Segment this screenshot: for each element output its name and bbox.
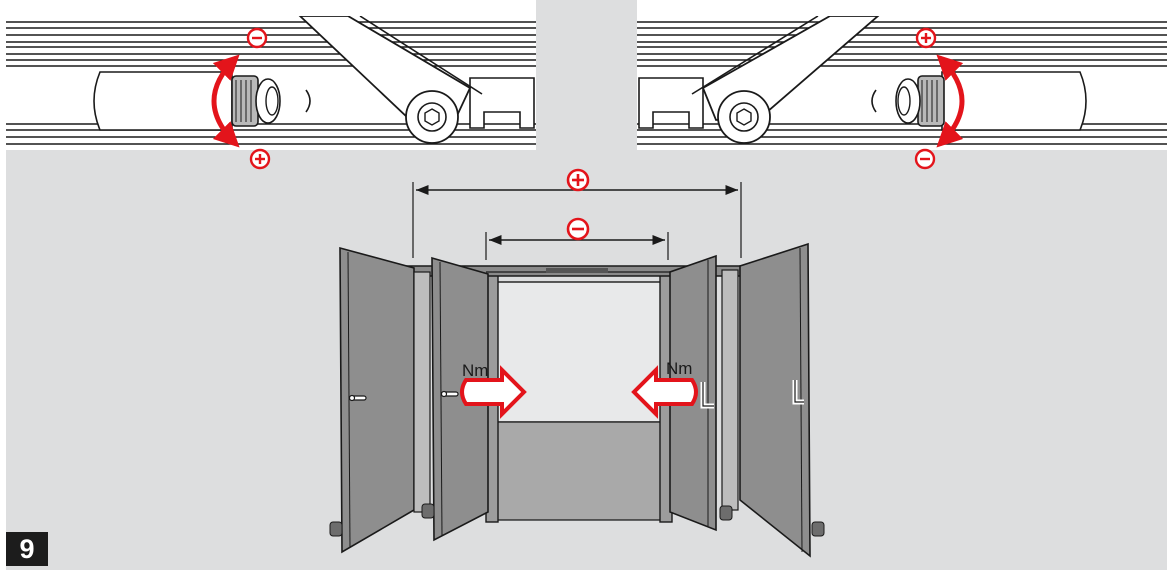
plus-circle-icon — [566, 168, 590, 192]
hex-bolt-icon — [424, 108, 440, 126]
panel-gap — [536, 0, 637, 150]
double-door-assembly — [329, 242, 825, 558]
minus-circle-icon — [246, 27, 268, 49]
torque-label-left: Nm — [462, 361, 488, 380]
door-handle-icon — [348, 394, 367, 402]
torque-arrow-icon — [460, 365, 527, 419]
plus-circle-icon — [249, 148, 271, 170]
door-handle-icon — [440, 390, 459, 398]
plus-circle-icon — [915, 27, 937, 49]
detail-panel-left — [6, 16, 536, 150]
minus-circle-icon — [914, 148, 936, 170]
detail-panel-right — [637, 16, 1167, 150]
door-leaf-right-outer — [739, 242, 811, 558]
torque-arrow-icon — [631, 365, 698, 419]
torque-label-right: Nm — [666, 359, 692, 378]
hex-bolt-icon — [736, 108, 752, 126]
step-number-badge: 9 — [6, 532, 48, 566]
floor — [495, 421, 665, 521]
door-opening — [495, 281, 665, 423]
door-leaf-left-inner — [431, 256, 489, 542]
minus-circle-icon — [566, 217, 590, 241]
